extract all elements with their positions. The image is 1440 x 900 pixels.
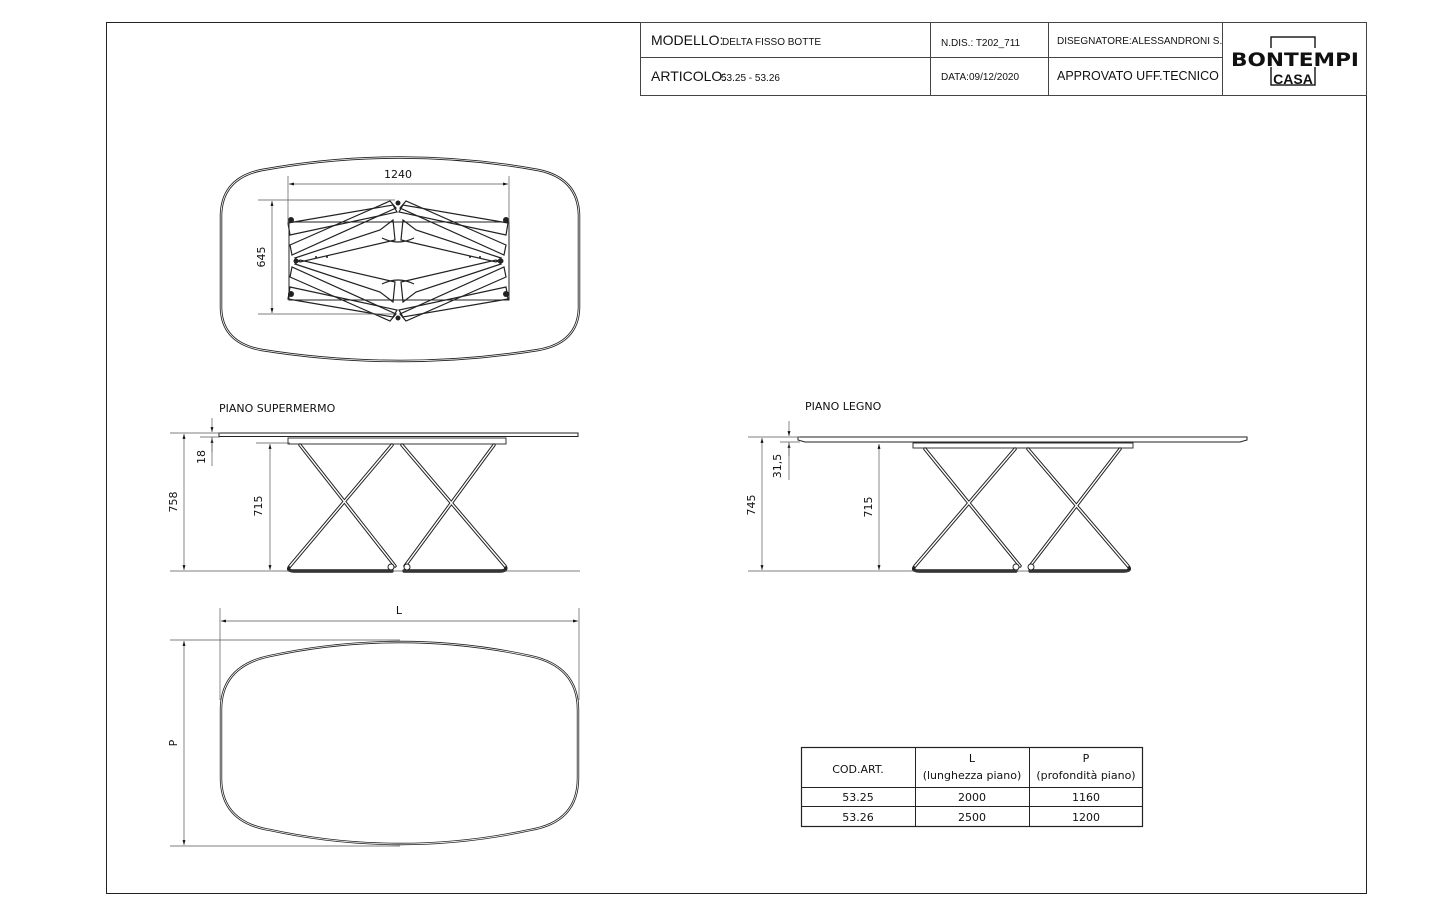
wood-label: PIANO LEGNO xyxy=(805,400,882,413)
header-p: P xyxy=(1083,752,1090,765)
designer: DISEGNATORE:ALESSANDRONI S. xyxy=(1057,36,1222,47)
cell-length: 2000 xyxy=(958,791,986,804)
drawing-border xyxy=(106,22,1367,894)
drawing-number: N.DIS.: T202_711 xyxy=(941,38,1021,49)
modello-value: DELTA FISSO BOTTE xyxy=(722,37,821,48)
bontempi-logo: BONTEMPI CASA xyxy=(1230,36,1360,87)
marble-top-thickness: 18 xyxy=(195,450,208,464)
drawing-date: DATA:09/12/2020 xyxy=(941,72,1019,83)
svg-text:BONTEMPI: BONTEMPI xyxy=(1231,49,1359,71)
svg-text:CASA: CASA xyxy=(1273,71,1313,87)
plan-view: L P xyxy=(167,604,580,847)
approval: APPROVATO UFF.TECNICO xyxy=(1057,69,1219,83)
header-l-desc: (lunghezza piano) xyxy=(923,769,1022,782)
modello-label: MODELLO: xyxy=(651,32,723,48)
cell-length: 2500 xyxy=(958,811,986,824)
wood-frame-height: 715 xyxy=(862,497,875,518)
header-p-desc: (profondità piano) xyxy=(1036,769,1135,782)
articolo-value: 53.25 - 53.26 xyxy=(721,73,780,84)
side-view-wood: PIANO LEGNO 745 715 31,5 xyxy=(745,400,1248,573)
plan-depth-label: P xyxy=(167,739,180,746)
marble-label: PIANO SUPERMERMO xyxy=(219,402,336,415)
wood-total-height: 745 xyxy=(745,495,758,516)
title-block: MODELLO: DELTA FISSO BOTTE ARTICOLO: 53.… xyxy=(640,22,1367,96)
cell-code: 53.26 xyxy=(842,811,874,824)
header-l: L xyxy=(969,752,976,765)
cell-depth: 1200 xyxy=(1072,811,1100,824)
table-row: 53.25 2000 1160 xyxy=(842,791,1100,804)
top-width-dim: 1240 xyxy=(384,168,412,181)
cell-code: 53.25 xyxy=(842,791,874,804)
side-view-marble: PIANO SUPERMERMO 758 715 18 xyxy=(167,402,580,573)
table-row: 53.26 2500 1200 xyxy=(842,811,1100,824)
top-depth-dim: 645 xyxy=(255,247,268,268)
plan-length-label: L xyxy=(396,604,403,617)
header-codart: COD.ART. xyxy=(832,763,884,776)
marble-frame-height: 715 xyxy=(252,496,265,517)
cell-depth: 1160 xyxy=(1072,791,1100,804)
articolo-label: ARTICOLO: xyxy=(651,68,726,84)
size-table: COD.ART. L (lunghezza piano) P (profondi… xyxy=(800,746,1144,828)
marble-total-height: 758 xyxy=(167,492,180,513)
top-view: 1240 645 xyxy=(219,156,581,363)
wood-top-thickness: 31,5 xyxy=(771,454,784,479)
